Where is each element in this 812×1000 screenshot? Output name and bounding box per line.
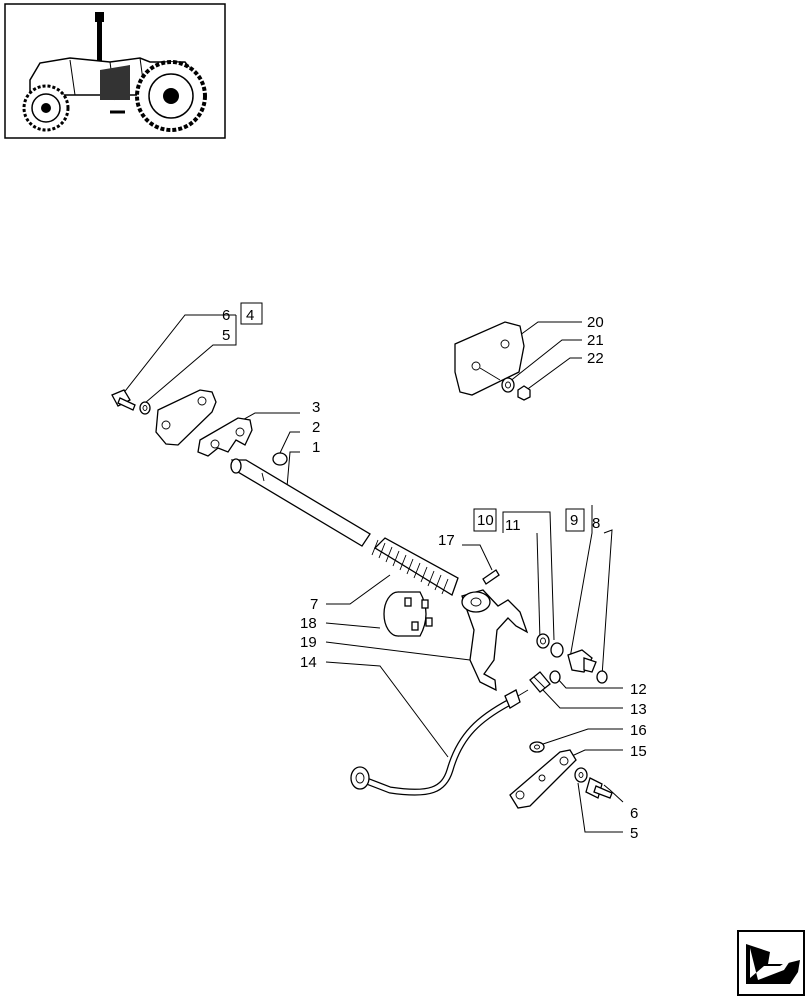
callout-9: 9 <box>570 512 578 529</box>
callout-4: 4 <box>246 307 254 324</box>
tractor-thumbnail-icon[interactable] <box>4 3 226 139</box>
washer-5-bottom <box>574 767 588 783</box>
leader-lines <box>121 314 624 833</box>
callout-13: 13 <box>630 701 647 718</box>
callout-19: 19 <box>300 634 317 651</box>
seal-10 <box>550 642 564 658</box>
callout-17: 17 <box>438 532 455 549</box>
pin-17 <box>482 569 500 585</box>
callout-12: 12 <box>630 681 647 698</box>
callout-11: 11 <box>505 517 521 534</box>
box-label-10 <box>473 508 497 532</box>
box-label-4 <box>240 302 263 325</box>
bolt-6-bottom <box>585 777 613 799</box>
box-label-9 <box>565 508 585 532</box>
washer-11 <box>536 633 550 649</box>
callout-15: 15 <box>630 743 647 760</box>
callout-labels: 6 4 5 3 2 1 20 21 22 10 11 9 8 17 7 18 1… <box>222 307 647 842</box>
cover-plate-20 <box>454 321 525 396</box>
plate-15 <box>509 749 577 809</box>
pipe-14 <box>350 689 529 796</box>
callout-7: 7 <box>310 596 318 613</box>
washer-5-top <box>139 401 151 415</box>
bolt-6-top <box>111 389 136 411</box>
callout-1: 1 <box>312 439 320 456</box>
callout-5-bottom: 5 <box>630 825 638 842</box>
spring-7 <box>371 537 459 596</box>
callout-8: 8 <box>592 515 600 532</box>
callout-2: 2 <box>312 419 320 436</box>
callout-22: 22 <box>587 350 604 367</box>
o-ring-2 <box>272 452 288 466</box>
callout-10: 10 <box>477 512 494 529</box>
nut-22 <box>517 385 531 401</box>
callout-14: 14 <box>300 654 317 671</box>
callout-21: 21 <box>587 332 604 349</box>
next-page-arrow-icon[interactable] <box>737 930 805 996</box>
callout-16: 16 <box>630 722 647 739</box>
o-ring-12-right <box>596 670 608 684</box>
washer-16 <box>529 741 545 753</box>
callout-5-top: 5 <box>222 327 230 344</box>
callout-20: 20 <box>587 314 604 331</box>
plate-3 <box>197 417 253 457</box>
callout-6-top: 6 <box>222 307 230 324</box>
fitting-13 <box>529 671 551 693</box>
fork-19 <box>461 589 529 692</box>
callout-3: 3 <box>312 399 320 416</box>
o-ring-12 <box>549 670 561 684</box>
shaft-1 <box>230 458 371 547</box>
coupling-18 <box>383 591 433 637</box>
callout-6-bottom: 6 <box>630 805 638 822</box>
plug-8 <box>567 649 597 673</box>
washer-21 <box>501 377 515 393</box>
callout-18: 18 <box>300 615 317 632</box>
plate-bracket <box>155 389 217 446</box>
